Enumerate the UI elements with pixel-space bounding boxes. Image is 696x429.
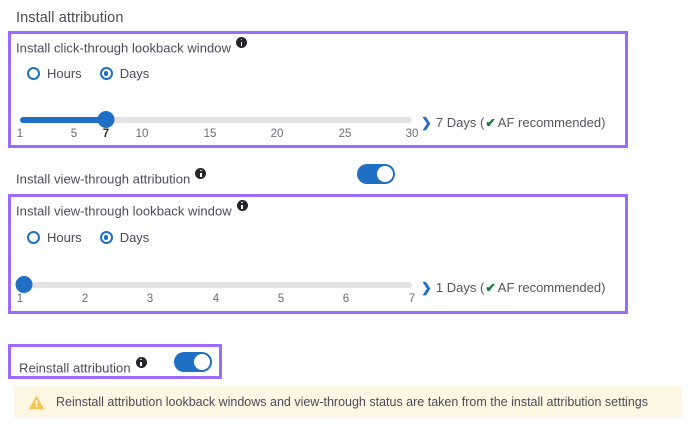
slider-tick-current: 1 bbox=[16, 293, 24, 305]
radio-option-hours-click[interactable]: Hours bbox=[27, 66, 82, 81]
slider-tick: 7 bbox=[408, 293, 416, 305]
slider-tick: 5 bbox=[277, 293, 285, 305]
slider-tick-labels: 1 2 3 4 5 6 7 bbox=[16, 293, 416, 309]
slider-tick: 20 bbox=[270, 128, 284, 140]
chevron-right-icon: ❯ bbox=[421, 280, 432, 295]
install-click-through-lookback-highlight-box bbox=[8, 31, 628, 148]
radio-label: Days bbox=[119, 230, 150, 245]
view-through-value-suffix: AF recommended) bbox=[497, 280, 606, 295]
info-icon[interactable] bbox=[236, 37, 248, 48]
warning-triangle-icon bbox=[28, 395, 45, 409]
slider-tick: 15 bbox=[203, 128, 217, 140]
slider-tick: 25 bbox=[338, 128, 352, 140]
check-icon: ✔ bbox=[485, 116, 496, 130]
slider-tick-current: 7 bbox=[102, 128, 110, 140]
radio-label: Hours bbox=[47, 230, 82, 245]
click-through-unit-radio-group[interactable]: Hours Days bbox=[27, 66, 149, 81]
radio-icon[interactable] bbox=[27, 231, 40, 244]
info-icon[interactable] bbox=[195, 168, 207, 179]
view-through-value-text: 1 Days ( bbox=[435, 280, 485, 295]
check-icon: ✔ bbox=[485, 281, 496, 295]
slider-fill bbox=[20, 117, 106, 123]
view-through-unit-radio-group[interactable]: Hours Days bbox=[27, 230, 149, 245]
install-click-through-lookback-label-text: Install click-through lookback window bbox=[16, 40, 232, 56]
slider-track[interactable] bbox=[20, 282, 412, 288]
slider-tick: 1 bbox=[16, 128, 24, 140]
slider-tick: 2 bbox=[81, 293, 89, 305]
view-through-value-summary: ❯ 1 Days ( ✔ AF recommended) bbox=[421, 280, 605, 295]
install-view-through-attribution-toggle[interactable] bbox=[357, 164, 395, 184]
info-icon[interactable] bbox=[135, 357, 147, 368]
slider-thumb[interactable] bbox=[15, 276, 33, 293]
radio-icon[interactable] bbox=[27, 67, 40, 80]
radio-option-hours-view[interactable]: Hours bbox=[27, 230, 82, 245]
reinstall-attribution-label: Reinstall attribution bbox=[19, 356, 147, 375]
radio-icon-selected[interactable] bbox=[99, 231, 113, 244]
reinstall-attribution-label-text: Reinstall attribution bbox=[19, 360, 131, 376]
slider-tick: 4 bbox=[212, 293, 220, 305]
chevron-right-icon: ❯ bbox=[421, 115, 432, 130]
toggle-knob bbox=[194, 354, 210, 370]
radio-label: Days bbox=[119, 66, 150, 81]
install-view-through-attribution-label-text: Install view-through attribution bbox=[16, 171, 191, 187]
slider-tick: 10 bbox=[135, 128, 149, 140]
reinstall-attribution-toggle[interactable] bbox=[174, 352, 212, 372]
slider-track[interactable] bbox=[20, 117, 412, 123]
slider-tick: 30 bbox=[405, 128, 419, 140]
slider-tick: 3 bbox=[146, 293, 154, 305]
page-title: Install attribution bbox=[16, 10, 124, 26]
warning-banner: Reinstall attribution lookback windows a… bbox=[14, 386, 682, 418]
install-view-through-attribution-label: Install view-through attribution bbox=[16, 167, 207, 187]
info-icon[interactable] bbox=[236, 200, 248, 211]
slider-tick: 6 bbox=[342, 293, 350, 305]
radio-icon-selected[interactable] bbox=[99, 67, 113, 80]
radio-option-days-click[interactable]: Days bbox=[99, 66, 150, 81]
toggle-knob bbox=[377, 166, 393, 182]
warning-banner-text: Reinstall attribution lookback windows a… bbox=[56, 395, 648, 409]
slider-tick: 5 bbox=[70, 128, 78, 140]
slider-tick-labels: 1 5 7 10 15 20 25 30 bbox=[16, 128, 419, 144]
radio-label: Hours bbox=[47, 66, 82, 81]
radio-option-days-view[interactable]: Days bbox=[99, 230, 150, 245]
install-view-through-lookback-label-text: Install view-through lookback window bbox=[16, 203, 232, 219]
slider-thumb[interactable] bbox=[97, 111, 115, 128]
click-through-value-summary: ❯ 7 Days ( ✔ AF recommended) bbox=[421, 115, 605, 130]
click-through-value-suffix: AF recommended) bbox=[497, 115, 606, 130]
click-through-value-text: 7 Days ( bbox=[435, 115, 485, 130]
install-view-through-lookback-label: Install view-through lookback window bbox=[16, 199, 248, 218]
install-click-through-lookback-label: Install click-through lookback window bbox=[16, 36, 248, 56]
install-view-through-lookback-highlight-box bbox=[8, 194, 628, 314]
